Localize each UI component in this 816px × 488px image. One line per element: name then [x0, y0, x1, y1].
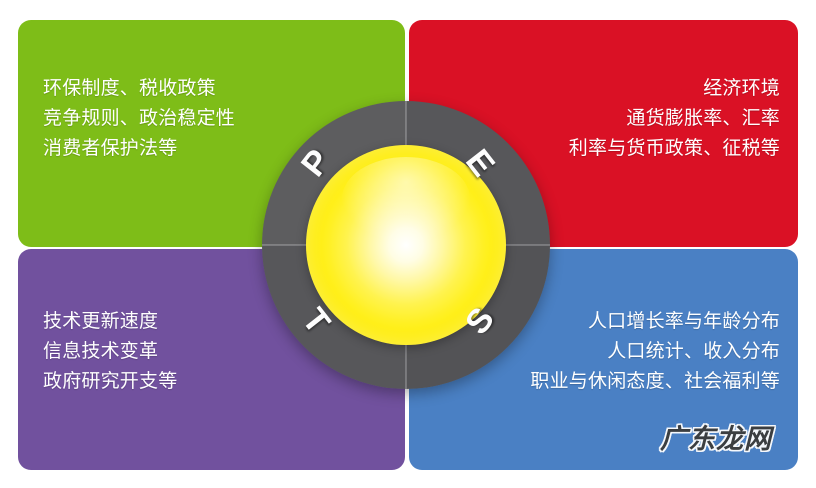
sphere-highlight	[342, 157, 470, 241]
center-wheel: P E T S	[262, 101, 550, 389]
watermark: 广东龙网	[660, 424, 772, 455]
quadrant-economic-text: 经济环境 通货膨胀率、汇率 利率与货币政策、征税等	[568, 78, 780, 159]
quadrant-social-text: 人口增长率与年龄分布 人口统计、收入分布 职业与休闲态度、社会福利等	[530, 311, 780, 392]
quadrant-technological-text: 技术更新速度 信息技术变革 政府研究开支等	[43, 311, 178, 392]
quadrant-political-text: 环保制度、税收政策 竞争规则、政治稳定性 消费者保护法等	[43, 78, 236, 159]
